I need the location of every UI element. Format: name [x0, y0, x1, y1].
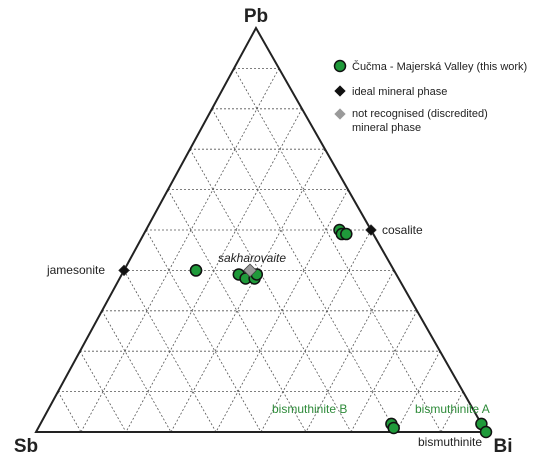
phase-label-cosalite: cosalite [382, 223, 423, 237]
vertex-label-top: Pb [244, 6, 268, 27]
legend-marker-discredited [334, 108, 346, 120]
legend-label-discredited-line-1: not recognised (discredited) [352, 108, 488, 120]
region-label-bismuthinite-b: bismuthinite B [272, 402, 347, 416]
grid-line [123, 270, 217, 433]
legend-label-this-work: Čučma - Majerská Valley (this work) [352, 60, 527, 73]
grid-line [79, 351, 127, 433]
grid-line [57, 391, 82, 433]
vertex-label-right: Bi [494, 436, 513, 457]
data-point [387, 421, 400, 435]
data-points [189, 223, 493, 439]
discredited-phase-marker-sakharovaite [243, 263, 257, 278]
grid-line [145, 229, 262, 433]
grid-line [80, 68, 280, 433]
grid-line [170, 149, 326, 433]
data-point [189, 264, 203, 277]
data-point [340, 227, 353, 241]
phase-label-sakharovaite: sakharovaite [218, 251, 286, 265]
legend-marker-this-work [333, 59, 347, 73]
ternary-grid [57, 68, 464, 433]
grid-line [101, 310, 172, 433]
ideal-phase-marker-cosalite [365, 224, 377, 236]
region-label-bismuthinite-a: bismuthinite A [415, 402, 490, 416]
grid-line [233, 68, 442, 433]
ideal-phase-marker-jamesonite [118, 264, 130, 277]
grid-line [305, 270, 395, 433]
grid-line [189, 149, 352, 433]
data-point [479, 425, 493, 439]
grid-line [395, 351, 441, 433]
vertex-label-left: Sb [14, 436, 38, 457]
phase-label-jamesonite: jamesonite [46, 263, 105, 277]
grid-line [350, 310, 418, 433]
legend-label-ideal: ideal mineral phase [352, 86, 447, 98]
legend: Čučma - Majerská Valley (this work) idea… [333, 59, 527, 134]
phase-label-bismuthinite: bismuthinite [418, 435, 482, 449]
legend-marker-ideal [334, 85, 346, 97]
legend-label-discredited-line-2: mineral phase [352, 122, 421, 134]
